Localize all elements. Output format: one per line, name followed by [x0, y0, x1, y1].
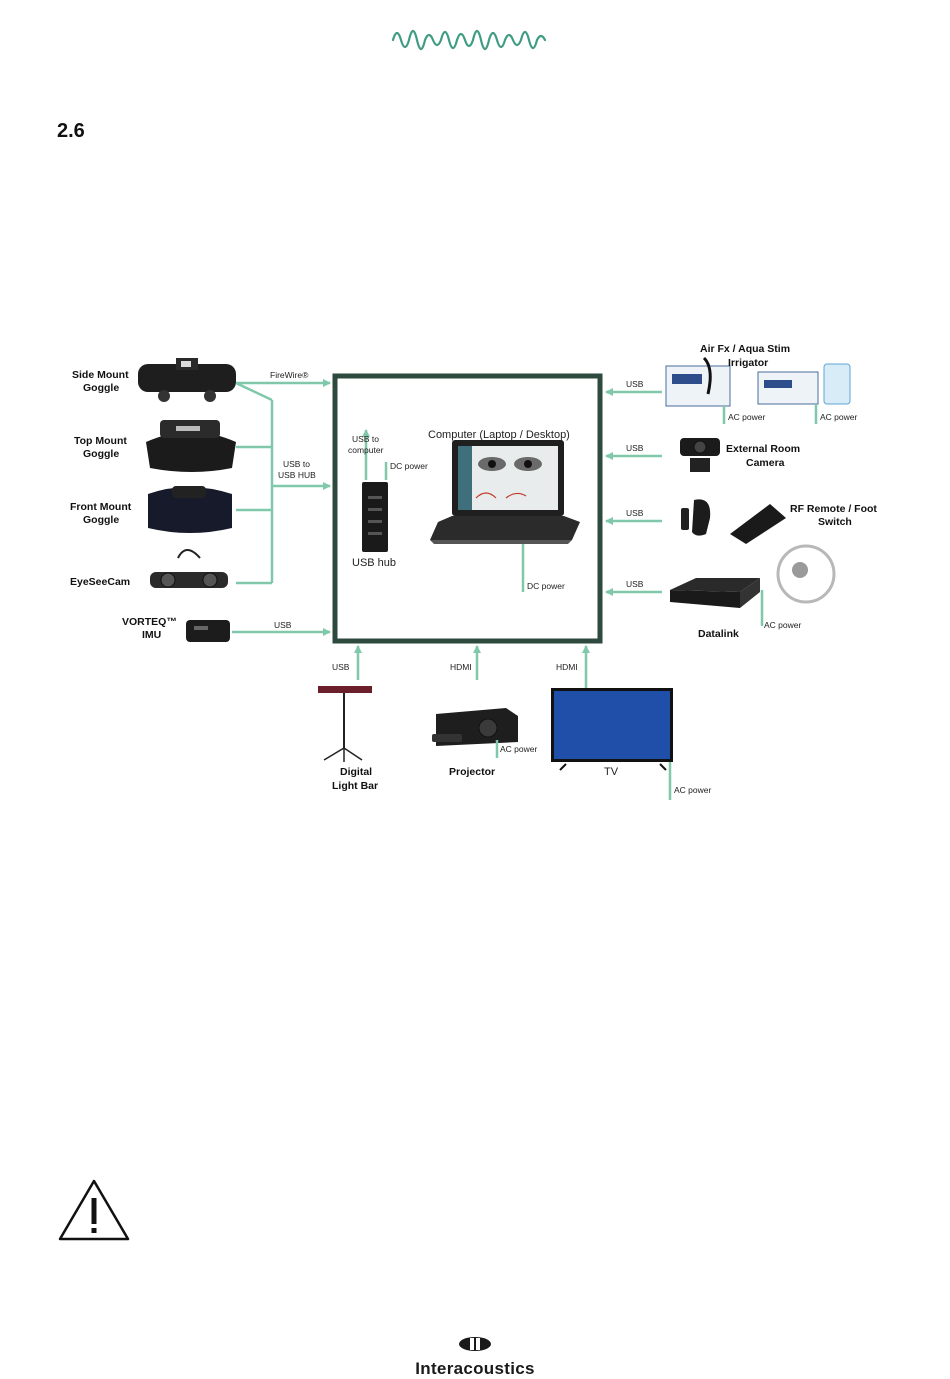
tv-image — [551, 688, 673, 771]
side-mount-label-1: Side Mount — [72, 369, 129, 381]
firewire-label: FireWire® — [270, 370, 309, 380]
right-usb-label-2: USB — [626, 443, 644, 453]
vorteq-label-2: IMU — [142, 629, 161, 641]
camera-label-2: Camera — [746, 457, 785, 469]
top-mount-label-1: Top Mount — [74, 435, 127, 447]
interacoustics-logo-icon — [459, 1337, 491, 1351]
vorteq-label-1: VORTEQ™ — [122, 616, 177, 628]
tv-label: TV — [604, 766, 619, 778]
side-mount-label-2: Goggle — [83, 382, 119, 394]
projector-ac-label: AC power — [500, 744, 537, 754]
irrigator-ac-label-2: AC power — [820, 412, 857, 422]
side-mount-goggle-image — [138, 358, 236, 402]
projector-label: Projector — [449, 766, 495, 778]
bottom-hdmi-label-2: HDMI — [556, 662, 578, 672]
top-mount-goggle-image — [146, 420, 236, 472]
laptop-image — [430, 440, 580, 544]
remote-label-2: Switch — [818, 516, 852, 528]
right-usb-label-1: USB — [626, 379, 644, 389]
bottom-usb-label: USB — [332, 662, 350, 672]
remote-label-1: RF Remote / Foot — [790, 503, 877, 515]
usb-hub-image — [362, 482, 388, 552]
usb-to-hub-label-2: USB HUB — [278, 470, 316, 480]
front-mount-goggle-image — [148, 486, 232, 533]
datalink-image — [670, 544, 836, 608]
usb-to-hub-label-1: USB to — [283, 459, 310, 469]
external-camera-image — [680, 438, 720, 472]
irrigator-label-2: Irrigator — [728, 357, 768, 369]
light-bar-label-1: Digital — [340, 766, 372, 778]
warning-triangle-icon — [58, 1179, 130, 1241]
section-number: 2.6 — [57, 120, 85, 142]
rf-remote-foot-switch-image — [681, 499, 786, 544]
right-usb-label-3: USB — [626, 508, 644, 518]
vorteq-imu-image — [186, 620, 230, 642]
eyeseecam-label: EyeSeeCam — [70, 576, 130, 588]
light-bar-label-2: Light Bar — [332, 780, 378, 792]
interacoustics-logo: Interacoustics — [398, 1336, 552, 1378]
dc-power-hub-label: DC power — [390, 461, 428, 471]
vorteq-usb-label: USB — [274, 620, 292, 630]
datalink-label: Datalink — [698, 628, 739, 640]
digital-light-bar-image — [318, 686, 372, 762]
datalink-ac-label: AC power — [764, 620, 801, 630]
top-mount-label-2: Goggle — [83, 448, 119, 460]
waveform-logo-icon — [391, 29, 547, 51]
tv-ac-label: AC power — [674, 785, 711, 795]
bottom-hdmi-label-1: HDMI — [450, 662, 472, 672]
irrigator-ac-label-1: AC power — [728, 412, 765, 422]
eyeseecam-image — [150, 549, 228, 588]
usb-to-computer-label-1: USB to — [352, 434, 379, 444]
right-usb-label-4: USB — [626, 579, 644, 589]
usb-to-computer-label-2: computer — [348, 445, 384, 455]
dc-power-laptop-label: DC power — [527, 581, 565, 591]
computer-title: Computer (Laptop / Desktop) — [428, 429, 570, 441]
irrigator-image — [665, 356, 851, 407]
front-mount-label-1: Front Mount — [70, 501, 132, 513]
camera-label-1: External Room — [726, 443, 800, 455]
usb-hub-label: USB hub — [352, 557, 396, 569]
projector-image — [432, 708, 518, 746]
irrigator-label-1: Air Fx / Aqua Stim — [700, 343, 790, 355]
front-mount-label-2: Goggle — [83, 514, 119, 526]
brand-name: Interacoustics — [415, 1359, 535, 1378]
system-overview-diagram: Computer (Laptop / Desktop) USB to compu… — [70, 343, 877, 800]
computer-box — [332, 373, 603, 644]
